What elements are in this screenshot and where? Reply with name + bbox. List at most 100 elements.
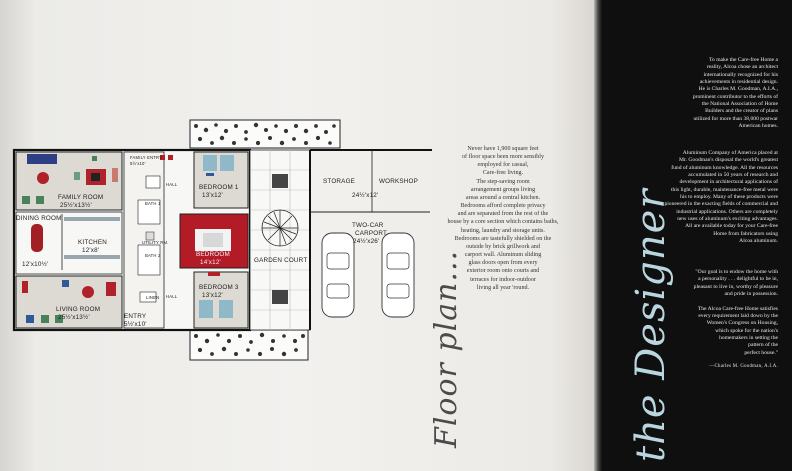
- label-bedroom-1-size: 13'x12': [202, 192, 223, 199]
- label-bedroom-2-size: 14'x12': [200, 259, 221, 266]
- label-carport: TWO-CAR: [352, 222, 384, 229]
- designer-line: the National Association of Home: [701, 101, 778, 108]
- label-hall-2: HALL: [166, 294, 178, 299]
- description-line: glass doors open from every: [468, 260, 538, 267]
- label-family-entry: FAMILY ENTRY: [130, 155, 162, 160]
- car-left: [321, 232, 355, 318]
- designer-line: this light, durable, maintenance-free me…: [670, 186, 778, 193]
- label-linen: LINEN: [146, 295, 159, 300]
- designer-line: utilized for more than 38,000 postwar: [693, 115, 778, 122]
- label-bath-1: BATH 1: [145, 201, 161, 206]
- quote-line: which spoke for the nation's: [715, 327, 778, 334]
- designer-line: Mr. Goodman's disposal the world's great…: [679, 157, 778, 164]
- description-line: and are separated from the rest of the: [457, 211, 549, 218]
- description-line: house by a core section which contains b…: [447, 219, 559, 226]
- designer-line: development in architectural application…: [679, 179, 778, 186]
- car-right: [381, 232, 415, 318]
- description-line: The step-saving room: [476, 178, 530, 185]
- label-storage-size: 24½'x12': [352, 191, 378, 199]
- description-line: carport wall. Aluminum sliding: [464, 252, 542, 259]
- core-section: [123, 151, 173, 329]
- label-kitchen: KITCHEN: [78, 239, 107, 246]
- floor-plan-title: Floor plan...: [429, 249, 464, 448]
- carport: [309, 149, 432, 330]
- quote-line: a personality . . . delightful to be in,: [698, 276, 778, 283]
- description-line: Care-free living.: [482, 170, 524, 177]
- label-bedroom-3-size: 13'x12': [202, 292, 223, 299]
- designer-line: prominent contributor to the efforts of: [692, 93, 778, 100]
- designer-signature: —Charles M. Goodman, A.I.A.: [709, 364, 778, 369]
- label-bedroom-2: BEDROOM: [196, 251, 230, 258]
- designer-line: pioneered in the exacting fields of comm…: [664, 201, 778, 208]
- description-line: Never have 1,900 square feet: [467, 146, 539, 152]
- living-room: [15, 275, 123, 329]
- description-line: Bedrooms are tastefully shielded on the: [454, 235, 552, 242]
- description-line: living all year 'round.: [476, 284, 530, 291]
- designer-line: his to employ. Many of these products we…: [680, 194, 778, 201]
- label-kitchen-size: 12'x8': [82, 247, 99, 254]
- designer-line: fund of aluminum knowledge. All the reso…: [671, 164, 778, 171]
- designer-line: achievements in residential design.: [699, 79, 778, 86]
- quote-line: and pride in possession.: [724, 291, 778, 298]
- quote-line: The Alcoa Care-free Home satisfies: [697, 305, 778, 312]
- family-room: [15, 151, 123, 211]
- quote-line: pattern of the: [748, 342, 778, 349]
- designer-title: the Designer: [628, 188, 674, 462]
- label-garden-court: GARDEN COURT: [254, 257, 307, 264]
- label-bath-2: BATH 2: [145, 253, 161, 258]
- designer-line: He is Charles M. Goodman, A.I.A.,: [698, 86, 778, 93]
- designer-line: new uses of aluminum's exciting advantag…: [677, 216, 778, 223]
- description-line: of floor space been more sensibly: [461, 154, 545, 161]
- description-line: exterior room onto courts and: [466, 268, 540, 275]
- label-family-room-size: 25½'x13½': [60, 201, 92, 209]
- label-entry-size: 5½'x10': [124, 320, 147, 328]
- label-entry: ENTRY: [124, 313, 147, 320]
- designer-line: Aluminum Company of America placed at: [682, 150, 778, 156]
- label-workshop: WORKSHOP: [379, 178, 418, 185]
- page-gutter: [594, 0, 602, 471]
- description-line: arrangement groups living: [470, 186, 536, 193]
- quote-line: pleasant to live in, worthy of pleasure: [693, 283, 778, 290]
- label-family-room: FAMILY ROOM: [58, 194, 103, 201]
- designer-line: internationally recognized for his: [703, 71, 778, 78]
- dining-kitchen: [15, 211, 123, 275]
- garden-court: [249, 149, 311, 331]
- designer-line: To make the Care-free Home a: [708, 57, 778, 63]
- label-living-room-size: 25½'x13½': [58, 313, 90, 321]
- label-family-entry-size: 5½'x10': [130, 161, 146, 166]
- quote-line: perfect house.": [744, 349, 778, 356]
- bedroom-2: [179, 213, 249, 269]
- label-carport-size: 24½'x26': [353, 237, 379, 245]
- quote-line: Women's Congress on Housing,: [706, 320, 778, 327]
- quote-line: homemakers in setting the: [719, 335, 778, 342]
- designer-line: Alcoa aluminum.: [739, 238, 778, 245]
- description-line: heating, laundry and storage units.: [461, 227, 545, 234]
- quote-line: every requirement laid down by the: [698, 313, 778, 320]
- brick-grillwork-top: [189, 119, 341, 149]
- description-line: terraces for indoor-outdoor: [470, 276, 536, 283]
- label-living-room: LIVING ROOM: [56, 306, 100, 313]
- brick-grillwork-bottom: [189, 329, 309, 361]
- description-line: areas around a central kitchen.: [465, 194, 541, 201]
- description-line: outside by brick grillwork and: [466, 243, 540, 250]
- designer-line: accumulated in 50 years of research and: [688, 172, 778, 179]
- quote-line: "Our goal is to endow the home with: [695, 269, 778, 275]
- bedroom-3: [193, 271, 249, 329]
- label-carport-line2: CARPORT: [355, 230, 387, 237]
- designer-line: All are available today for your Care-fr…: [685, 223, 778, 230]
- designer-line: American homes.: [738, 123, 778, 130]
- right-page: [598, 0, 792, 471]
- quote-line: [694, 298, 778, 305]
- floor-plan-description: Never have 1,900 square feet of floor spa…: [418, 145, 588, 292]
- designer-line: industrial applications. Others are comp…: [676, 208, 778, 215]
- label-storage: STORAGE: [323, 178, 355, 185]
- label-bedroom-1: BEDROOM 1: [199, 184, 239, 191]
- label-utility: UTILITY RM.: [142, 240, 169, 245]
- label-dining-room: DINING ROOM: [16, 215, 62, 222]
- description-line: employed for casual,: [477, 162, 529, 169]
